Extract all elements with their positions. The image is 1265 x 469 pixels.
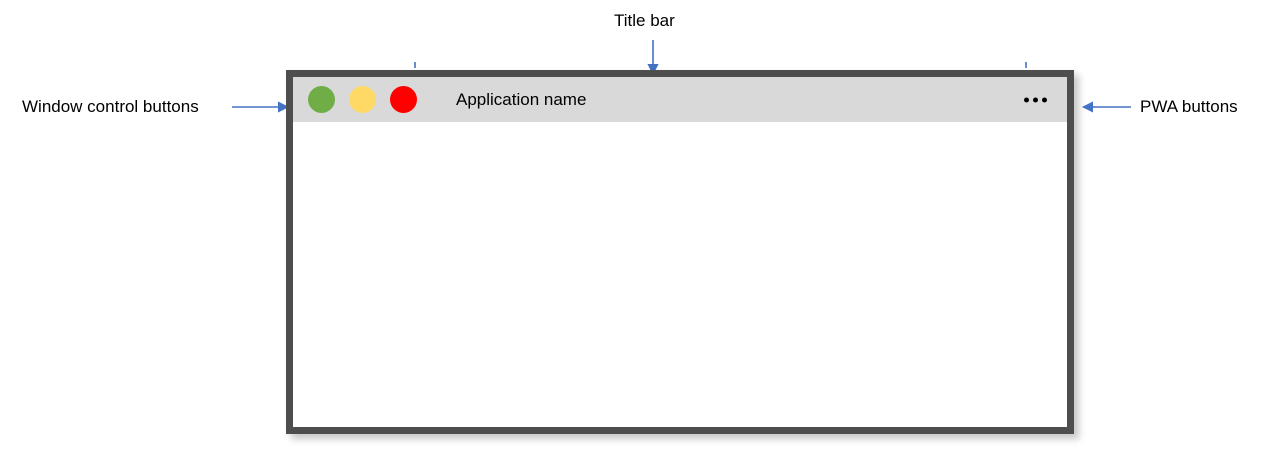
ellipsis-dot (1024, 97, 1029, 102)
annotation-label-pwa-buttons: PWA buttons (1140, 97, 1238, 116)
title-bar: Application name (293, 77, 1067, 122)
ellipsis-dot (1042, 97, 1047, 102)
annotation-label-window-controls: Window control buttons (22, 97, 199, 116)
application-name: Application name (456, 89, 587, 109)
close-button[interactable] (390, 86, 417, 113)
annotation-label-title-bar: Title bar (614, 11, 675, 30)
ellipsis-horizontal-icon[interactable] (1024, 97, 1047, 102)
ellipsis-dot (1033, 97, 1038, 102)
web-app-content-area (293, 122, 1067, 427)
window-control-buttons (308, 86, 417, 113)
application-window: Application name (286, 70, 1074, 434)
maximize-button[interactable] (349, 86, 376, 113)
minimize-button[interactable] (308, 86, 335, 113)
